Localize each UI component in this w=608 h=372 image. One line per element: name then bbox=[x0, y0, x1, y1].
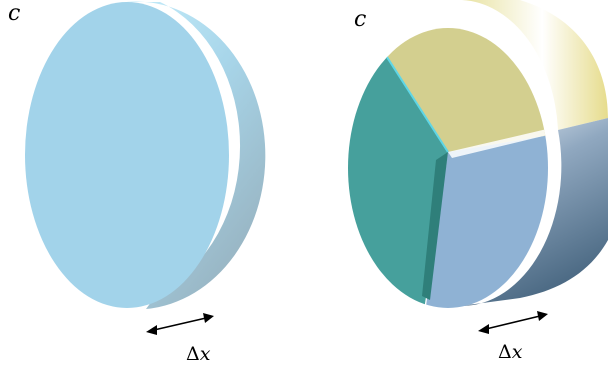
thickness-arrow-left bbox=[146, 313, 214, 335]
whole-disk-face bbox=[25, 2, 229, 308]
thickness-label-left: Δx bbox=[186, 343, 211, 365]
thickness-label-right: Δx bbox=[498, 341, 523, 363]
set-label-right: c bbox=[354, 7, 366, 32]
partitioned-disk bbox=[348, 0, 608, 308]
partitioned-disk-rim-lower bbox=[460, 118, 608, 307]
whole-disk bbox=[25, 1, 266, 310]
thickness-arrow-right bbox=[478, 311, 548, 334]
set-label-left: c bbox=[8, 1, 20, 26]
partitioned-disk-rim-upper bbox=[462, 0, 608, 130]
whole-disk-rim bbox=[126, 1, 266, 310]
partition-seam-blue-teal bbox=[422, 152, 448, 300]
partition-seam-yellow-blue bbox=[448, 126, 548, 158]
partition-seam-yellow-teal bbox=[375, 39, 449, 153]
